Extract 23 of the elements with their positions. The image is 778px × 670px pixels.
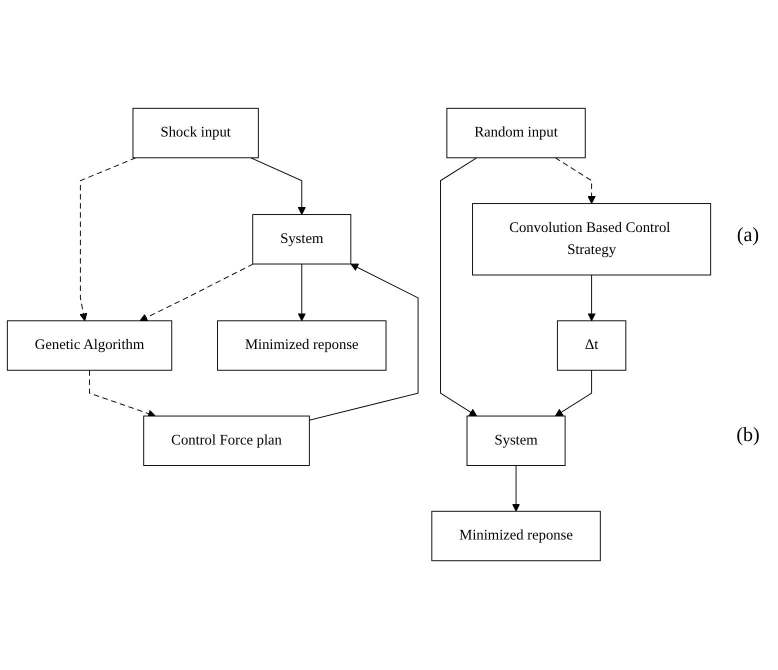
node-box: Convolution Based Control Strategy: [472, 204, 712, 276]
node-box: Minimized reponse: [431, 511, 601, 562]
arrow: [308, 264, 419, 422]
arrow: [512, 466, 520, 512]
arrow: [79, 158, 136, 322]
node-box: Minimized reponse: [217, 320, 386, 372]
arrow: [250, 158, 306, 216]
node-box: System: [252, 214, 352, 265]
arrow: [298, 264, 306, 322]
node-box: Genetic Algorithm: [6, 320, 172, 372]
arrow: [89, 370, 156, 418]
arrow: [554, 370, 592, 417]
arrow: [554, 158, 596, 204]
arrow: [140, 264, 254, 322]
node-box: Random input: [446, 108, 586, 159]
arrow: [440, 158, 478, 417]
panel-label: (a): [736, 224, 760, 246]
node-box: System: [466, 416, 566, 466]
node-box: Control Force plan: [143, 416, 310, 466]
panel-label: (b): [736, 424, 760, 446]
node-box: Shock input: [132, 108, 259, 159]
arrow: [588, 275, 596, 322]
node-box: Δt: [556, 320, 626, 372]
